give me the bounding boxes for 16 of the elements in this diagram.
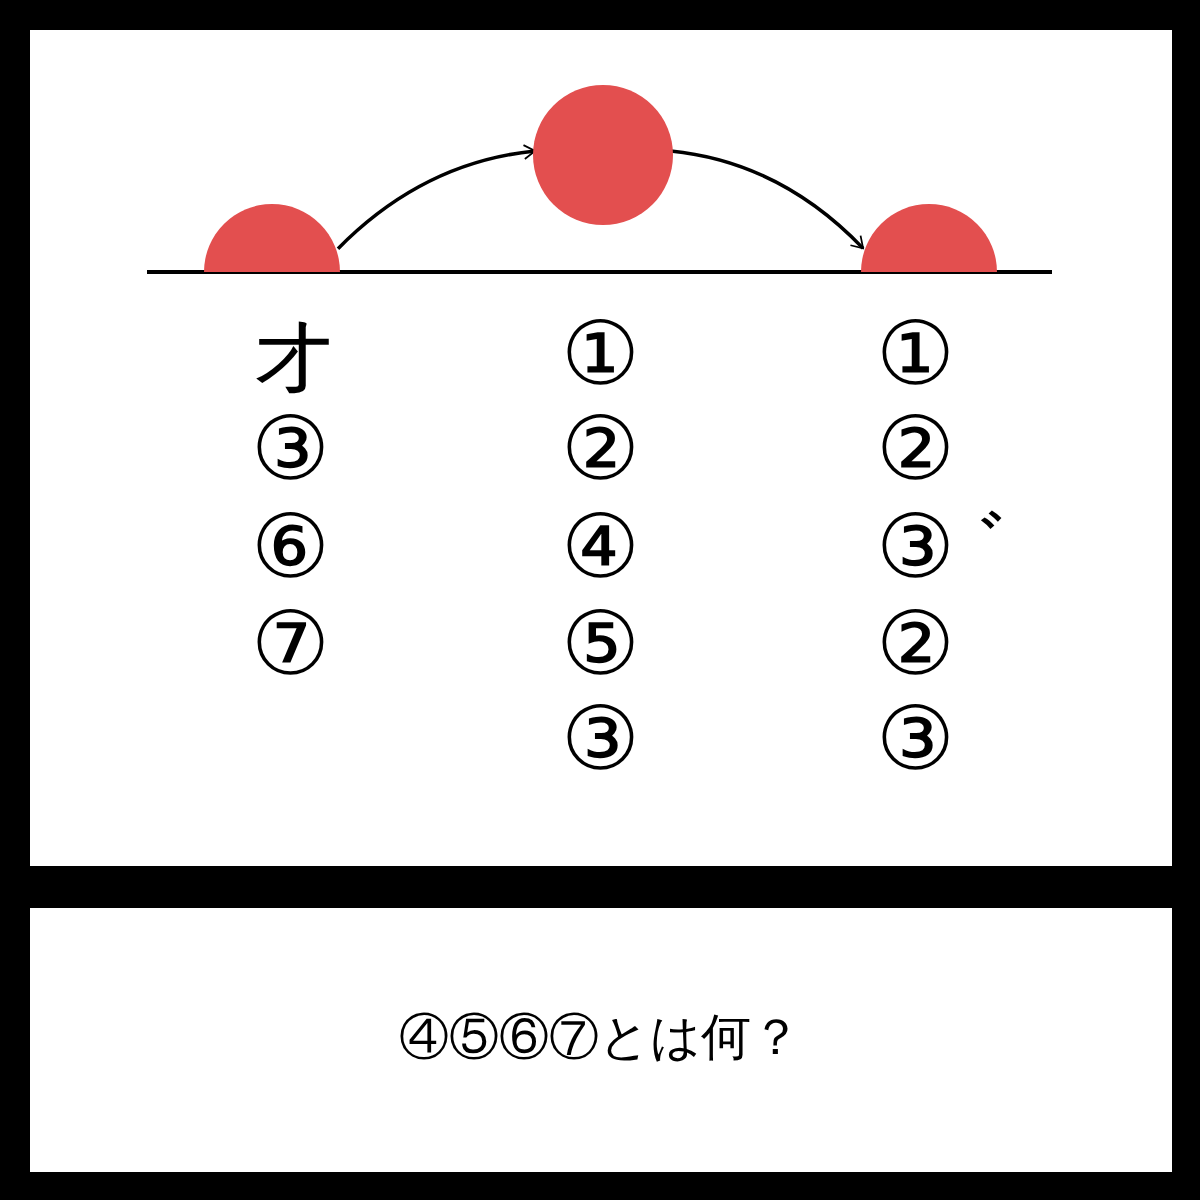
column-item: ③ xyxy=(251,405,330,497)
column-item: ② xyxy=(876,405,955,497)
column-item: ⑤ xyxy=(561,600,640,692)
question-text: ④⑤⑥⑦とは何？ xyxy=(399,1008,801,1066)
column-item: ③゛ xyxy=(876,503,1009,595)
column-item: ④ xyxy=(561,503,640,595)
column-item: ③ xyxy=(876,695,955,787)
column-item: ① xyxy=(561,310,640,402)
column-item: オ xyxy=(251,310,341,402)
column-item: ② xyxy=(561,405,640,497)
column-item: ⑥ xyxy=(251,503,330,595)
column-item: ② xyxy=(876,600,955,692)
column-item: ③ xyxy=(561,695,640,787)
column-item: ① xyxy=(876,310,955,402)
column-item: ⑦ xyxy=(251,600,330,692)
ball xyxy=(533,85,673,225)
